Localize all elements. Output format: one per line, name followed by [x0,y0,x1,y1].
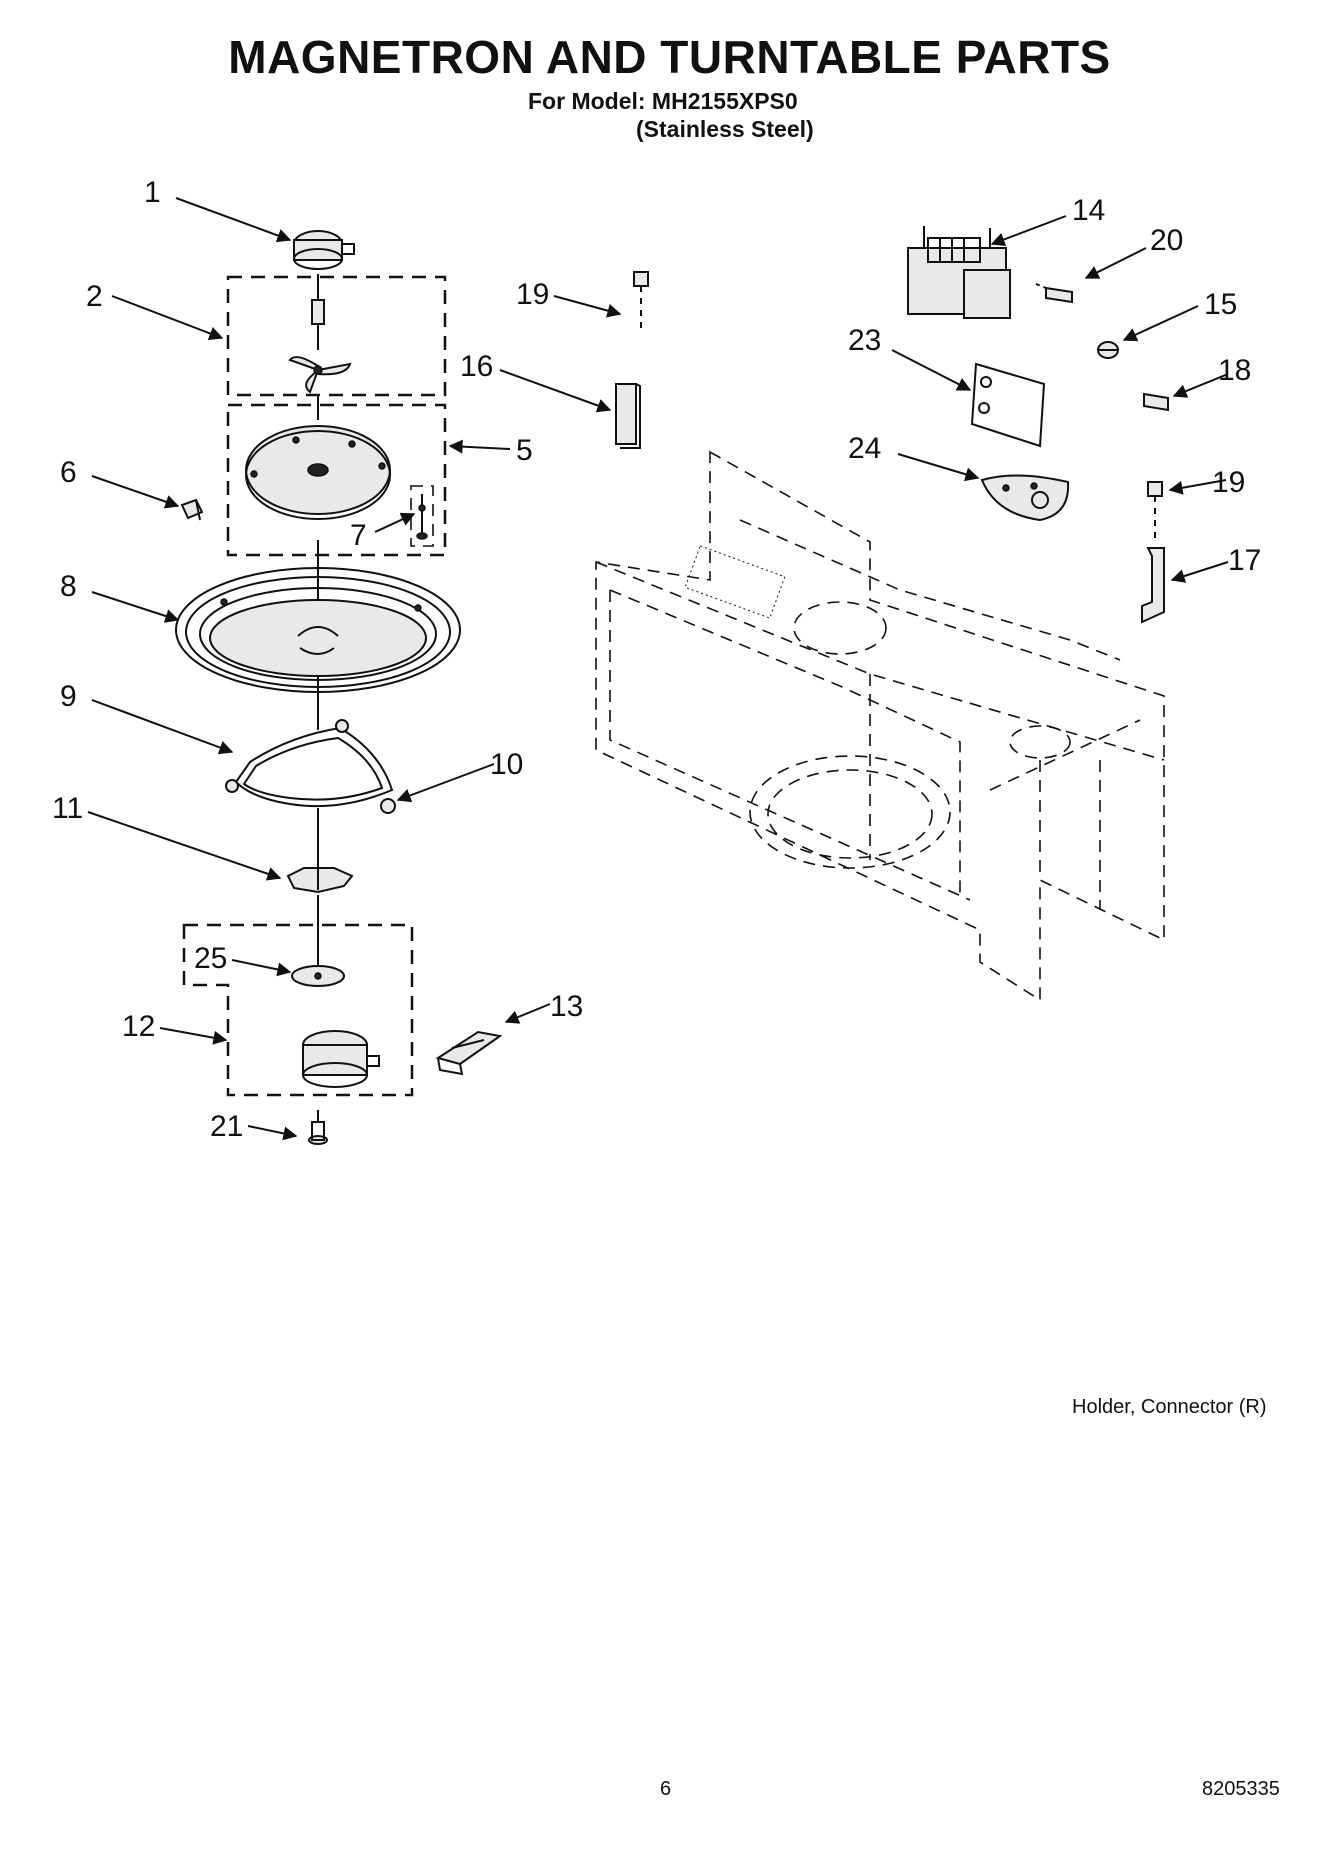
parts-note: Holder, Connector (R) [1072,1396,1267,1418]
screw-20-part [1035,283,1073,304]
turntable-motor-part [302,1030,380,1088]
gasket-23-part [970,362,1046,448]
callout-1: 1 [144,176,161,209]
fan-assembly-group-box [226,275,447,397]
callout-12: 12 [122,1010,155,1043]
glass-turntable-part [175,567,461,693]
callout-10: 10 [490,748,523,781]
magnetron-part [907,226,1011,319]
callout-18: 18 [1218,354,1251,387]
callout-17: 17 [1228,544,1261,577]
callout-25: 25 [194,942,227,975]
washer-25-part [291,965,345,987]
thermostat-15-part [1097,341,1119,359]
bracket-13-part [435,1030,503,1076]
callout-24: 24 [848,432,881,465]
callout-8: 8 [60,570,77,603]
stirrer-plate-part [245,425,391,520]
clip-6-part [180,498,204,521]
screw-7-box [410,485,434,547]
callout-19-upper: 19 [516,278,549,311]
document-number: 8205335 [1202,1778,1280,1800]
bracket-17-part [1141,547,1165,624]
callout-21: 21 [210,1110,243,1143]
model-number: For Model: MH2155XPS0 [528,88,798,114]
callout-16: 16 [460,350,493,383]
plate-24-part [980,474,1070,522]
callout-11: 11 [52,792,83,825]
microwave-cavity-outline [595,450,1165,1002]
screw-19-lower-part [1147,481,1163,540]
callout-14: 14 [1072,194,1105,227]
roller-ring-part [225,719,396,814]
callout-23: 23 [848,324,881,357]
callout-5: 5 [516,434,533,467]
fan-motor-part [293,230,355,270]
screw-18-part [1143,392,1169,412]
screw-7-part [416,494,428,540]
callout-9: 9 [60,680,77,713]
turntable-motor-group-box [182,923,414,1097]
coupler-part [286,867,354,894]
callout-19-lower: 19 [1212,466,1245,499]
callout-7: 7 [350,519,367,552]
screw-19-upper-part [633,271,649,332]
screw-21-part [308,1110,328,1145]
page-number: 6 [660,1778,672,1800]
callout-2: 2 [86,280,103,313]
callout-13: 13 [550,990,583,1023]
callout-20: 20 [1150,224,1183,257]
holder-16-part [615,383,641,449]
callout-15: 15 [1204,288,1237,321]
model-finish: (Stainless Steel) [636,116,814,142]
leader-lines [87,197,1229,1141]
page-title: MAGNETRON AND TURNTABLE PARTS [228,31,1111,83]
fan-blade-part [288,274,352,394]
callout-6: 6 [60,456,77,489]
